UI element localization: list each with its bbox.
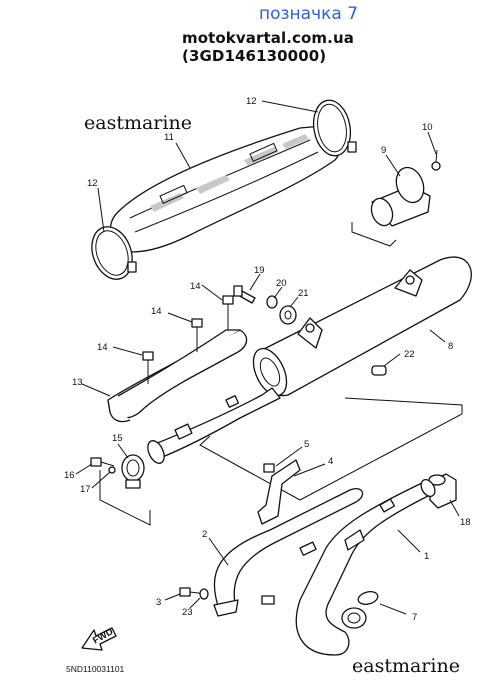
callout-7: 7 bbox=[412, 612, 417, 623]
muffler-hardware bbox=[233, 285, 387, 376]
callout-17: 17 bbox=[80, 484, 91, 495]
tail-pipe-part bbox=[370, 149, 441, 227]
callout-10: 10 bbox=[422, 122, 433, 133]
bracket-part-4 bbox=[257, 459, 301, 525]
callout-18: 18 bbox=[460, 517, 471, 528]
callout-14-mid: 14 bbox=[151, 306, 162, 317]
site-reference: motokvartal.com.ua (3GD146130000) bbox=[182, 29, 354, 65]
callout-1: 1 bbox=[424, 551, 429, 562]
callout-21: 21 bbox=[298, 288, 309, 299]
callout-22: 22 bbox=[404, 349, 415, 360]
group-line-right bbox=[299, 397, 463, 501]
callout-3: 3 bbox=[156, 597, 161, 608]
callout-14-low: 14 bbox=[97, 342, 108, 353]
tail-pipe-bracket-line bbox=[351, 222, 397, 247]
callout-12-top: 12 bbox=[246, 96, 257, 107]
callout-4: 4 bbox=[328, 456, 333, 467]
callout-19: 19 bbox=[254, 265, 265, 276]
callout-14-top: 14 bbox=[190, 281, 201, 292]
bolt-3-washer-23 bbox=[179, 587, 209, 600]
callout-23: 23 bbox=[182, 607, 193, 618]
group-line-mid bbox=[199, 435, 301, 501]
bolts-14 bbox=[142, 295, 234, 384]
watermark-top: eastmarine bbox=[84, 112, 192, 134]
callout-5: 5 bbox=[304, 439, 309, 450]
callout-8: 8 bbox=[448, 341, 453, 352]
page-title: позначка 7 bbox=[259, 4, 359, 24]
watermark-bottom: eastmarine bbox=[352, 655, 460, 677]
callout-16: 16 bbox=[64, 470, 75, 481]
diagram-code: 5ND110031101 bbox=[66, 664, 125, 674]
callout-13: 13 bbox=[72, 377, 83, 388]
muffler-body-part bbox=[252, 256, 472, 397]
callout-15: 15 bbox=[112, 433, 123, 444]
callout-20: 20 bbox=[276, 278, 287, 289]
callout-9: 9 bbox=[381, 145, 386, 156]
callout-11: 11 bbox=[164, 132, 174, 143]
leader-lines bbox=[75, 100, 460, 615]
band-clamp-left bbox=[91, 226, 137, 280]
clamp-15 bbox=[90, 454, 145, 489]
exhaust-pipe-part-2 bbox=[213, 488, 364, 617]
exhaust-pipe-part-1 bbox=[295, 478, 436, 656]
band-clamp-right bbox=[312, 99, 357, 157]
joint-pipe-part bbox=[147, 387, 281, 464]
group-line-left bbox=[99, 470, 151, 526]
callout-2: 2 bbox=[202, 529, 207, 540]
callout-12-left: 12 bbox=[87, 178, 98, 189]
muffler-cover-part bbox=[109, 125, 341, 253]
muffler-protector-part bbox=[107, 329, 248, 423]
fwd-arrow bbox=[81, 627, 117, 651]
gasket-part-7 bbox=[341, 591, 379, 629]
